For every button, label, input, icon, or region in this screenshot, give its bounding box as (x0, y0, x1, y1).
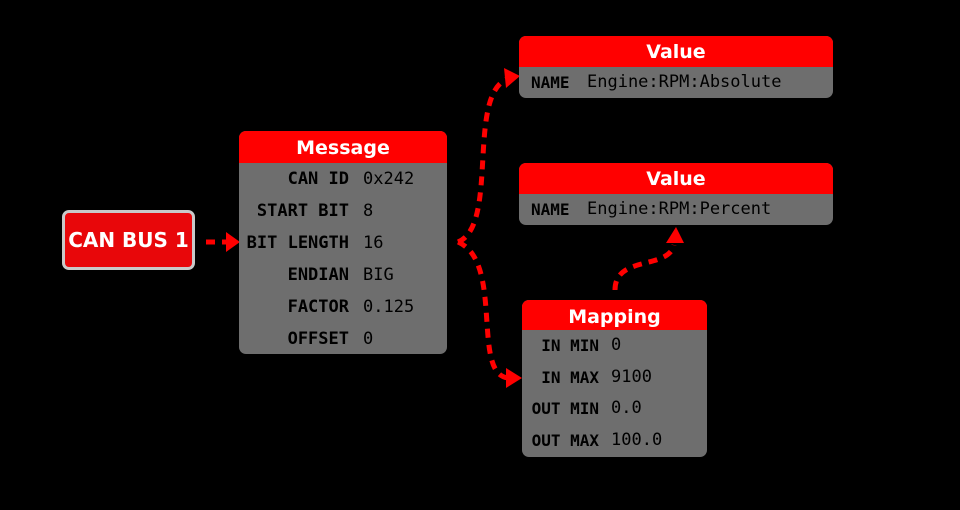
value-name-field: NAME Engine:RPM:Percent (519, 194, 833, 225)
can-bus-label: CAN BUS 1 (68, 228, 189, 252)
field-key: BIT LENGTH (246, 233, 349, 253)
field-key: OUT MIN (531, 399, 599, 418)
wire-message-to-value-absolute (456, 75, 511, 245)
message-node[interactable]: Message CAN ID 0x242 START BIT 8 BIT LEN… (239, 131, 447, 354)
field-key: ENDIAN (287, 265, 349, 285)
mapping-node-title: Mapping (522, 300, 707, 330)
arrowhead-mapping (506, 368, 522, 388)
field-value[interactable]: 100.0 (611, 429, 663, 450)
field-key: OFFSET (287, 329, 349, 349)
field-key: START BIT (256, 201, 349, 221)
mapping-field-out-max: OUT MAX 100.0 (522, 425, 707, 457)
value-absolute-node[interactable]: Value NAME Engine:RPM:Absolute (519, 36, 833, 98)
field-value[interactable]: 0.125 (363, 297, 415, 317)
message-field-factor: FACTOR 0.125 (239, 291, 447, 323)
mapping-node[interactable]: Mapping IN MIN 0 IN MAX 9100 OUT MIN 0.0… (522, 300, 707, 457)
field-key: FACTOR (287, 297, 349, 317)
field-key: NAME (531, 200, 570, 219)
field-value[interactable]: Engine:RPM:Absolute (587, 72, 782, 92)
wire-message-to-mapping (456, 239, 511, 381)
field-key: IN MAX (541, 367, 599, 387)
value-node-title: Value (519, 163, 833, 194)
mapping-field-in-min: IN MIN 0 (522, 330, 707, 362)
arrowhead-value-percent (666, 227, 684, 243)
field-value[interactable]: Engine:RPM:Percent (587, 199, 772, 219)
field-value[interactable]: 0 (363, 329, 374, 349)
value-name-field: NAME Engine:RPM:Absolute (519, 67, 833, 98)
field-key: CAN ID (287, 169, 349, 189)
field-key: NAME (531, 73, 570, 92)
arrowhead-value-absolute (504, 68, 520, 88)
message-field-start-bit: START BIT 8 (239, 195, 447, 227)
value-node-title: Value (519, 36, 833, 67)
value-percent-node[interactable]: Value NAME Engine:RPM:Percent (519, 163, 833, 225)
can-bus-source-node[interactable]: CAN BUS 1 (62, 210, 195, 270)
mapping-field-out-min: OUT MIN 0.0 (522, 393, 707, 425)
field-key: IN MIN (541, 336, 599, 355)
field-value[interactable]: 0.0 (611, 398, 642, 418)
field-value[interactable]: 0x242 (363, 169, 415, 189)
field-value[interactable]: 0 (611, 335, 622, 355)
message-field-bit-length: BIT LENGTH 16 (239, 227, 447, 259)
field-value[interactable]: 9100 (611, 366, 652, 387)
field-key: OUT MAX (531, 430, 599, 450)
arrowhead-message (226, 232, 240, 252)
wire-mapping-to-value-percent (612, 244, 677, 291)
mapping-field-in-max: IN MAX 9100 (522, 362, 707, 394)
field-value[interactable]: 16 (363, 233, 384, 253)
message-node-title: Message (239, 131, 447, 163)
message-field-offset: OFFSET 0 (239, 323, 447, 354)
message-field-can-id: CAN ID 0x242 (239, 163, 447, 195)
field-value[interactable]: 8 (363, 201, 374, 221)
message-field-endian: ENDIAN BIG (239, 259, 447, 291)
field-value[interactable]: BIG (363, 265, 394, 285)
